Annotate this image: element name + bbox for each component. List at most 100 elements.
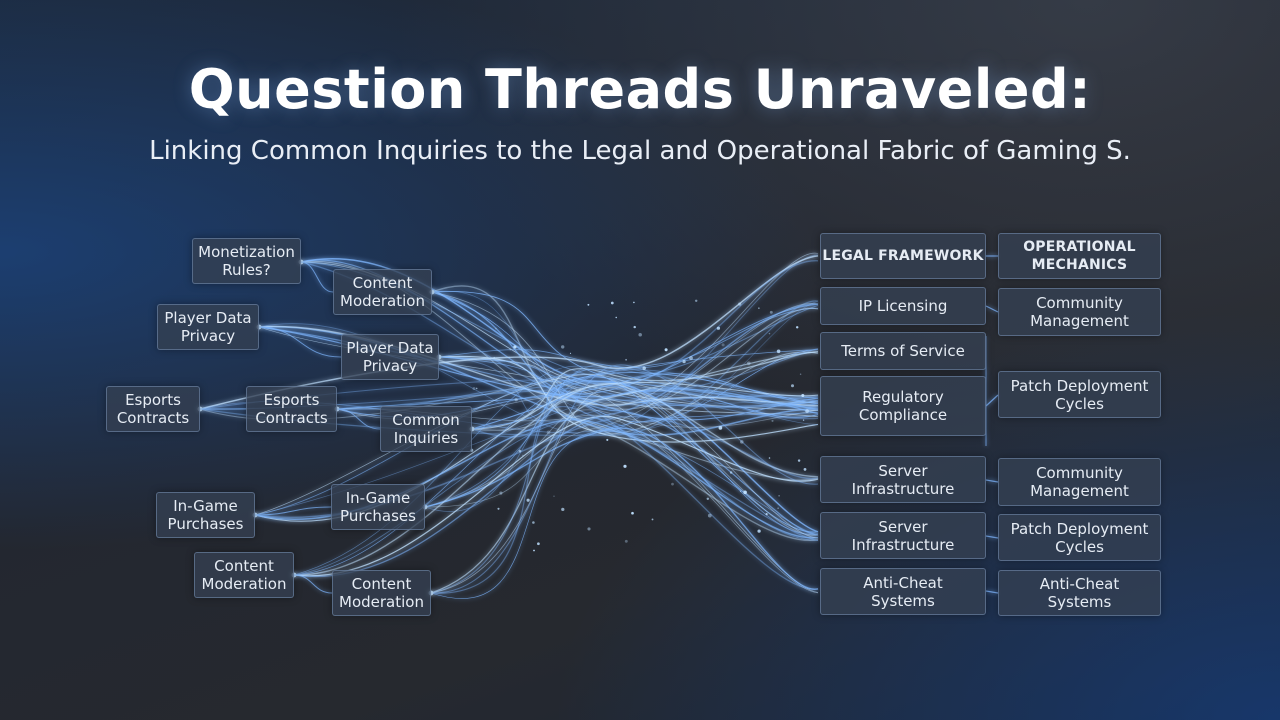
sparkle: [771, 419, 774, 422]
inquiry-content-moderation-3: Content Moderation: [332, 570, 431, 616]
inquiry-content-moderation-2: Content Moderation: [194, 552, 294, 598]
inquiry-in-game-purchases-2: In-Game Purchases: [331, 484, 425, 530]
connector-line: [293, 574, 333, 594]
legal-terms-of-service: Terms of Service: [820, 332, 986, 370]
sparkle: [707, 513, 712, 518]
sparkle: [778, 495, 780, 497]
sparkle: [514, 398, 518, 402]
sparkle: [569, 352, 572, 355]
thread-line: [431, 291, 819, 415]
sparkle: [797, 459, 801, 462]
connector-line: [985, 535, 999, 539]
thread-line: [424, 364, 819, 512]
sparkle: [493, 356, 496, 359]
header-operational-mechanics: OPERATIONAL MECHANICS: [998, 233, 1161, 279]
thread-line: [293, 415, 819, 577]
sparkle: [689, 356, 693, 360]
sparkle: [664, 348, 668, 352]
sparkle: [721, 343, 725, 347]
sparkle: [526, 498, 530, 502]
sparkle: [638, 333, 642, 337]
sparkle: [587, 527, 591, 531]
inquiry-esports-contracts-2: Esports Contracts: [246, 386, 337, 432]
thread-line: [430, 364, 819, 594]
diagram-title: Question Threads Unraveled:: [188, 58, 1092, 121]
thread-line: [424, 369, 819, 508]
sparkle: [777, 507, 779, 509]
sparkle: [768, 332, 771, 335]
sparkle: [776, 349, 781, 354]
thread-line: [430, 387, 819, 594]
sparkle: [768, 457, 771, 459]
inquiry-content-moderation-1: Content Moderation: [333, 269, 432, 315]
sparkle: [553, 495, 555, 497]
sparkle: [758, 307, 760, 309]
thread-line: [430, 411, 819, 599]
inquiry-common-inquiries: Common Inquiries: [380, 406, 472, 452]
sparkle: [718, 426, 723, 430]
sparkle-particles: [470, 299, 809, 552]
connector-line: [336, 408, 381, 430]
sparkle: [513, 345, 517, 349]
connector-line: [985, 590, 999, 594]
sparkle: [508, 356, 510, 359]
sparkle: [509, 348, 512, 351]
sparkle: [623, 464, 627, 468]
thread-line: [438, 356, 819, 407]
thread-line: [438, 356, 819, 418]
diagram-subtitle: Linking Common Inquiries to the Legal an…: [149, 136, 1131, 166]
thread-line: [293, 417, 819, 576]
sparkle: [624, 539, 628, 543]
sparkle: [499, 491, 503, 495]
sparkle: [472, 386, 476, 391]
thread-line: [424, 427, 819, 590]
legal-regulatory-compliance: Regulatory Compliance: [820, 376, 986, 436]
sparkle: [694, 299, 698, 303]
inquiry-monetization-rules: Monetization Rules?: [192, 238, 301, 284]
sparkle: [805, 409, 809, 413]
sparkle: [802, 419, 805, 421]
connector-line: [254, 506, 332, 516]
sparkle: [769, 310, 773, 314]
sparkle: [495, 327, 497, 330]
sparkle: [740, 440, 744, 444]
sparkle: [739, 490, 742, 492]
sparkle: [633, 325, 636, 329]
sparkle: [803, 468, 807, 471]
legal-anti-cheat-systems: Anti-Cheat Systems: [820, 568, 986, 615]
legal-server-infrastructure-2: Server Infrastructure: [820, 512, 986, 559]
connector-line: [985, 479, 999, 483]
sparkle: [738, 302, 742, 306]
thread-line: [430, 406, 819, 594]
thread-line: [254, 392, 819, 516]
connector-line: [985, 394, 999, 407]
ops-patch-deployment-cycles-2: Patch Deployment Cycles: [998, 514, 1161, 561]
sparkle: [790, 384, 795, 388]
sparkle: [706, 497, 710, 501]
sparkle: [518, 449, 522, 453]
thread-line: [254, 374, 819, 516]
ops-community-management-2: Community Management: [998, 458, 1161, 506]
thread-line: [438, 356, 819, 422]
sparkle: [671, 482, 674, 486]
sparkle: [546, 430, 551, 435]
sparkle: [757, 529, 761, 533]
thread-line: [424, 369, 819, 508]
inquiry-esports-contracts-1: Esports Contracts: [106, 386, 200, 432]
sparkle: [561, 507, 565, 512]
sparkle: [615, 316, 617, 319]
connector-line: [258, 326, 342, 358]
sparkle: [631, 511, 634, 515]
sparkle: [716, 326, 721, 330]
sparkle: [682, 359, 686, 364]
inquiry-player-data-privacy-2: Player Data Privacy: [341, 334, 439, 380]
header-legal-framework: LEGAL FRAMEWORK: [820, 233, 986, 279]
sparkle: [533, 549, 535, 552]
connector-line: [985, 305, 999, 313]
inquiry-in-game-purchases-1: In-Game Purchases: [156, 492, 255, 538]
connector-line: [300, 261, 334, 293]
sparkle: [799, 373, 802, 375]
thread-line: [424, 409, 819, 508]
sparkle: [522, 454, 524, 457]
sparkle: [587, 303, 590, 306]
